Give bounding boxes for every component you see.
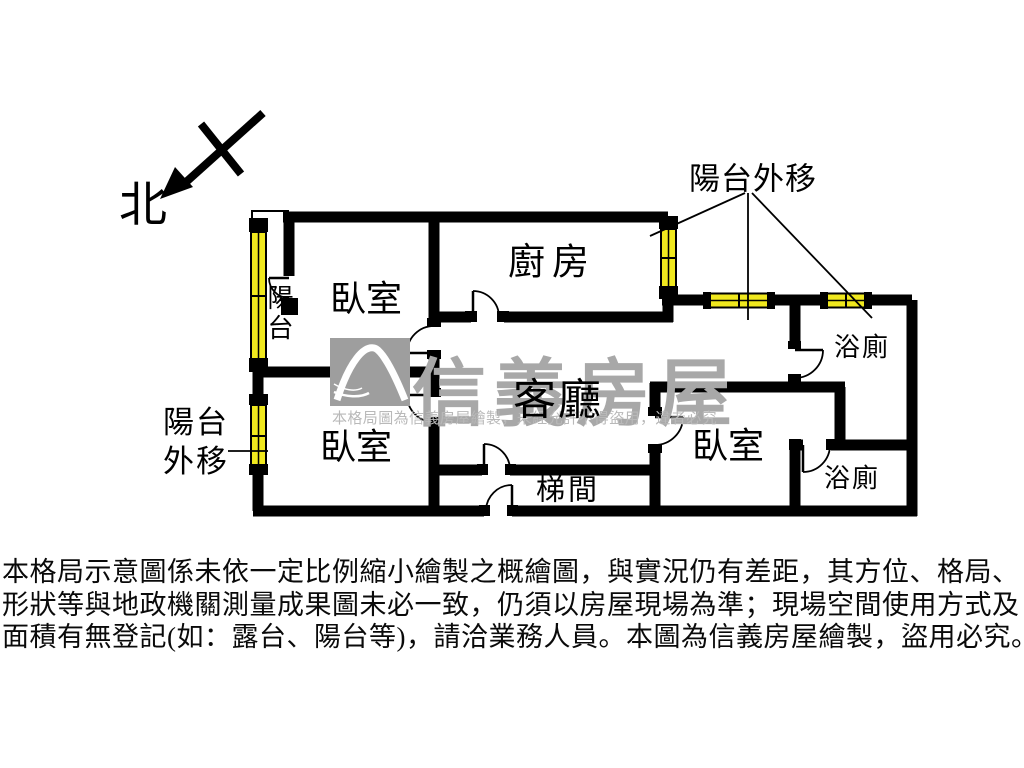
window-balcony-left (249, 218, 268, 372)
north-arrow-icon (160, 110, 266, 199)
room-label-bedroom-right: 臥室 (691, 426, 765, 466)
wall-jamb (281, 298, 298, 315)
room-label-stairwell: 梯間 (535, 474, 601, 507)
walls (252, 211, 918, 517)
disclaimer-line-1: 本格局示意圖係未依一定比例縮小繪製之概繪圖，與實況仍有差距，其方位、格局、 (2, 557, 1020, 587)
room-label-bathroom-top: 浴廁 (833, 333, 891, 362)
window-top-corridor-2 (820, 292, 872, 309)
leader-lines (228, 192, 873, 452)
room-label-balcony: 陽台 (264, 284, 293, 344)
room-label-bathroom-bottom: 浴廁 (823, 464, 881, 493)
room-label-bedroom-top-left: 臥室 (329, 279, 403, 319)
disclaimer-text: 本格局示意圖係未依一定比例縮小繪製之概繪圖，與實況仍有差距，其方位、格局、 形狀… (2, 556, 1024, 654)
room-label-bedroom-bottom-left: 臥室 (319, 427, 393, 467)
door-bathroom-bottom (789, 439, 838, 473)
north-label: 北 (118, 179, 168, 232)
door-vestibule-inner (477, 443, 516, 475)
annotation-balcony-moved-top: 陽台外移 (689, 161, 817, 197)
door-kitchen (465, 290, 509, 322)
disclaimer-line-2: 形狀等與地政機關測量成果圖未必一致，仍須以房屋現場為準；現場空間使用方式及 (2, 589, 1020, 620)
door-entry (479, 484, 518, 516)
room-label-kitchen: 廚房 (508, 242, 596, 284)
door-bathroom-top (788, 341, 824, 382)
room-label-living-room: 客廳 (513, 377, 603, 425)
disclaimer-line-3: 面積有無登記(如：露台、陽台等)，請洽業務人員。本圖為信義房屋繪製，盜用必究。 (2, 622, 1024, 652)
door-balcony (268, 276, 290, 299)
window-top-corridor-1 (703, 292, 775, 309)
annotation-balcony-moved-left: 陽台外移 (163, 405, 229, 479)
door-bedroom-right (648, 407, 684, 453)
window-kitchen-right (659, 216, 678, 299)
